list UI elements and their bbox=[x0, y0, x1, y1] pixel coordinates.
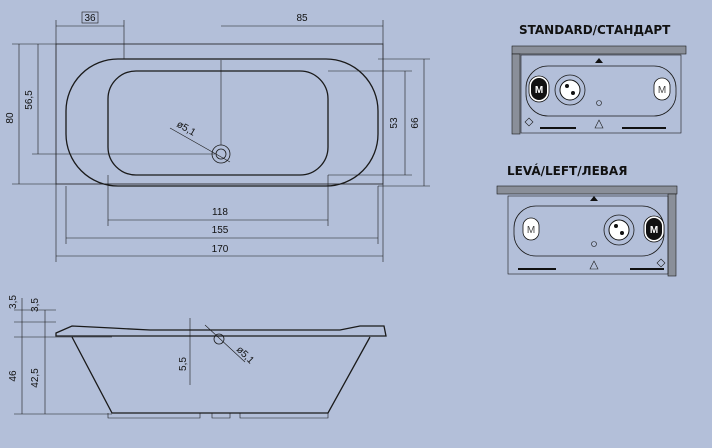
left-control-ring bbox=[603, 214, 635, 246]
left-title: LEVÁ/LEFT/ЛЕВАЯ bbox=[507, 163, 627, 178]
left-control bbox=[608, 219, 630, 241]
dim-diam-top: ø5,1 bbox=[175, 119, 198, 139]
dim-46: 46 bbox=[8, 370, 19, 382]
left-tub-frame bbox=[507, 195, 669, 275]
dim-3-5-a: 3,5 bbox=[8, 295, 19, 309]
standard-right-badge: M bbox=[658, 85, 666, 96]
left-left-badge: M bbox=[527, 225, 535, 236]
drain-inner bbox=[215, 148, 227, 160]
left-wall-right bbox=[667, 193, 677, 277]
dim-36: 36 bbox=[84, 13, 96, 24]
standard-tub-frame bbox=[520, 54, 682, 134]
standard-top-marker bbox=[595, 58, 603, 63]
tub-rim bbox=[65, 58, 379, 187]
side-drain bbox=[213, 333, 225, 345]
dim-5-5: 5,5 bbox=[178, 357, 189, 371]
dim-155: 155 bbox=[212, 225, 229, 236]
drain-leader bbox=[169, 127, 231, 163]
side-rim bbox=[55, 325, 387, 337]
left-wall-top bbox=[496, 185, 678, 195]
standard-tub-basin bbox=[525, 65, 677, 117]
left-drain bbox=[591, 241, 597, 247]
side-feet bbox=[107, 413, 329, 419]
top-view: 36 85 80 56,5 53 66 ø5,1 118 155 bbox=[5, 11, 430, 262]
dim-118: 118 bbox=[212, 207, 228, 218]
left-panel: LEVÁ/LEFT/ЛЕВАЯ M M bbox=[496, 163, 678, 277]
tub-outline-rect bbox=[55, 43, 384, 185]
standard-control-ring bbox=[554, 74, 586, 106]
tub-basin bbox=[107, 70, 329, 176]
standard-title: STANDARD/СТАНДАРТ bbox=[519, 23, 671, 37]
dim-66: 66 bbox=[410, 117, 421, 129]
dim-170: 170 bbox=[212, 244, 229, 255]
standard-left-badge: M bbox=[535, 85, 543, 96]
standard-panel: STANDARD/СТАНДАРТ M M bbox=[511, 23, 687, 135]
side-body bbox=[71, 336, 371, 414]
left-right-badge: M bbox=[650, 225, 658, 236]
standard-wall-top bbox=[511, 45, 687, 55]
dim-53: 53 bbox=[389, 117, 400, 129]
dim-56-5: 56,5 bbox=[24, 90, 35, 110]
dim-diam-side: ø5,1 bbox=[234, 344, 256, 366]
dim-3-5-b: 3,5 bbox=[30, 298, 41, 312]
left-top-marker bbox=[590, 196, 598, 201]
side-view: 3,5 3,5 46 42,5 5,5 ø5,1 bbox=[8, 295, 387, 419]
dim-36-box bbox=[81, 11, 99, 24]
dim-85: 85 bbox=[296, 13, 308, 24]
standard-drain bbox=[596, 100, 602, 106]
standard-wall-left bbox=[511, 53, 521, 135]
dim-42-5: 42,5 bbox=[30, 368, 41, 388]
standard-control bbox=[559, 79, 581, 101]
dim-80: 80 bbox=[5, 112, 16, 124]
